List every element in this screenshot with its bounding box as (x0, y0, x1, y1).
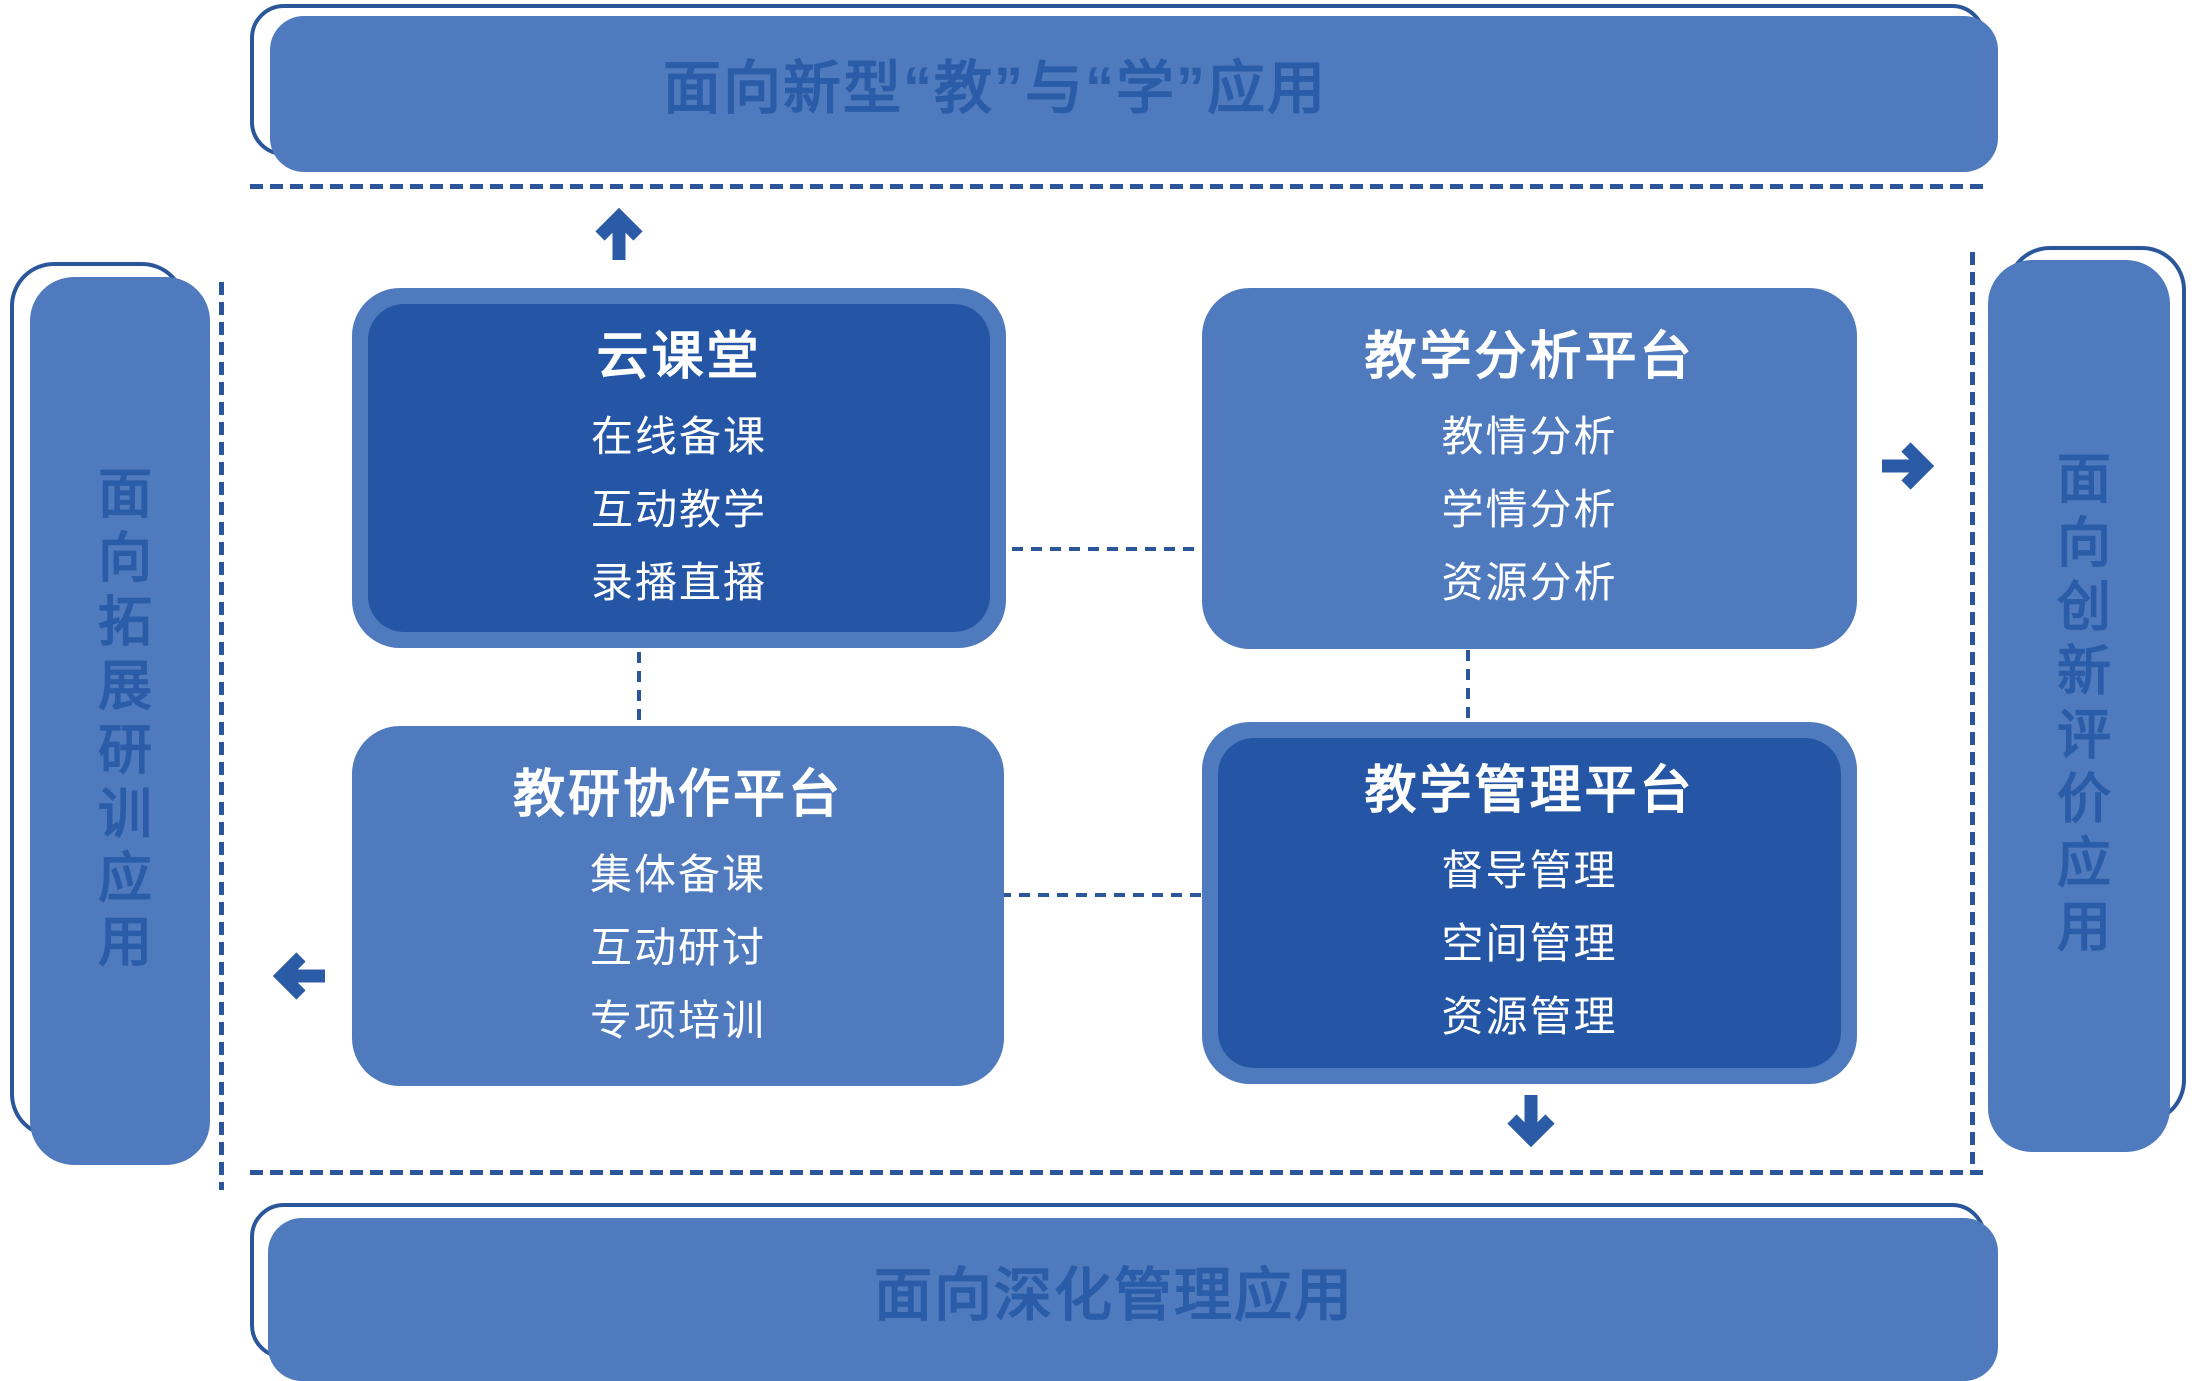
bottom-banner (268, 1218, 1998, 1381)
research-collaboration-item: 互动研讨 (589, 924, 766, 971)
top-banner (270, 16, 1998, 172)
top-dashed-separator (250, 184, 1990, 189)
cloud-classroom-item: 互动教学 (590, 486, 767, 533)
teaching-analysis-box: 教学分析平台 教情分析 学情分析 资源分析 (1202, 288, 1857, 649)
left-banner-label: 面向拓展研训应用 (89, 465, 150, 977)
cloud-classroom-item: 在线备课 (590, 413, 767, 460)
right-arrow-icon (1879, 436, 1939, 496)
connector-research-to-management (1000, 893, 1218, 897)
connector-cloud-to-analysis (993, 547, 1218, 551)
research-collaboration-item: 集体备课 (589, 851, 766, 898)
research-collaboration-box: 教研协作平台 集体备课 互动研讨 专项培训 (352, 726, 1004, 1086)
cloud-classroom-item: 录播直播 (590, 559, 767, 606)
teaching-analysis-title: 教学分析平台 (1364, 328, 1695, 386)
teaching-management-box-inner (1218, 738, 1841, 1068)
bottom-banner-label: 面向深化管理应用 (873, 1263, 1354, 1328)
research-collaboration-item: 专项培训 (589, 997, 766, 1044)
top-banner-label: 面向新型“教”与“学”应用 (662, 56, 1327, 121)
teaching-analysis-item: 学情分析 (1441, 486, 1618, 533)
teaching-analysis-item: 资源分析 (1441, 559, 1618, 606)
left-banner (30, 277, 210, 1165)
down-arrow-icon (1501, 1092, 1561, 1152)
cloud-classroom-box: 云课堂 在线备课 互动教学 录播直播 (352, 288, 1006, 648)
teaching-analysis-item: 教情分析 (1441, 413, 1618, 460)
right-dashed-separator (1970, 252, 1975, 1164)
teaching-management-item: 资源管理 (1441, 993, 1618, 1040)
teaching-management-title: 教学管理平台 (1364, 762, 1695, 820)
left-arrow-icon (268, 946, 328, 1006)
teaching-management-box: 教学管理平台 督导管理 空间管理 资源管理 (1202, 722, 1857, 1084)
up-arrow-icon (589, 203, 649, 263)
left-dashed-separator (219, 282, 224, 1190)
teaching-management-item: 督导管理 (1441, 847, 1618, 894)
cloud-classroom-box-inner (368, 304, 990, 632)
right-banner (1988, 260, 2170, 1152)
teaching-management-item: 空间管理 (1441, 920, 1618, 967)
connector-analysis-to-management (1466, 650, 1470, 724)
right-banner-label: 面向创新评价应用 (2048, 450, 2109, 962)
cloud-classroom-title: 云课堂 (596, 328, 762, 386)
research-collaboration-title: 教研协作平台 (512, 766, 843, 824)
connector-cloud-to-research (637, 633, 641, 763)
bottom-dashed-separator (250, 1170, 1990, 1175)
